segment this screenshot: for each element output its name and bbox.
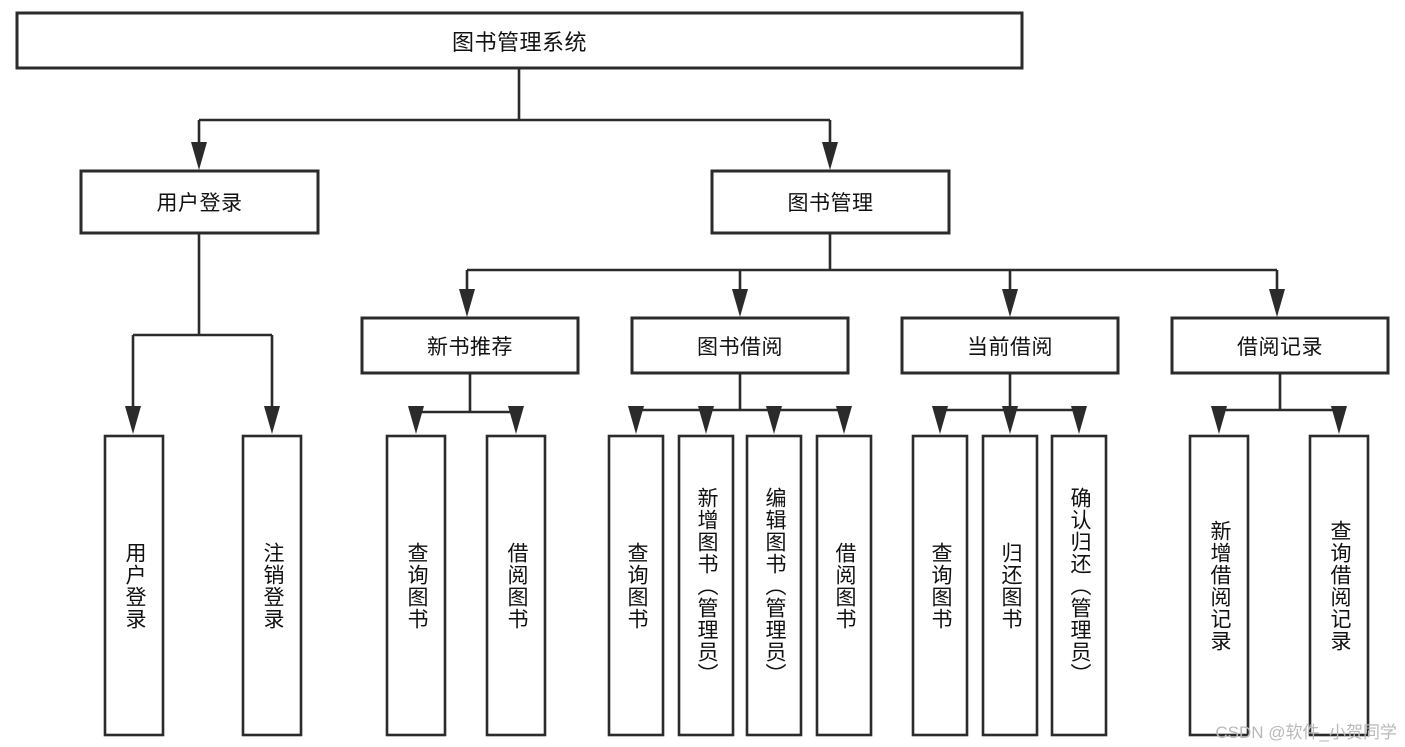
connector-book-borrow-to-leaves: [628, 373, 852, 434]
node-root-box[interactable]: [15, 11, 1024, 70]
node-current-borrow-box[interactable]: [900, 316, 1120, 375]
leaf-logout-login-box[interactable]: [241, 434, 303, 737]
connector-book-manage-to-level3: [459, 233, 1285, 317]
node-book-manage-box[interactable]: [710, 169, 951, 235]
connector-user-login-to-leaves: [125, 233, 280, 434]
node-new-book-rec-box[interactable]: [360, 316, 580, 375]
leaf-add-record-box[interactable]: [1188, 434, 1250, 737]
node-book-borrow-box[interactable]: [630, 316, 850, 375]
leaf-edit-book-box[interactable]: [745, 434, 803, 737]
connector-current-borrow-to-leaves: [932, 373, 1087, 434]
connector-root-to-level2: [191, 68, 838, 170]
node-user-login-box[interactable]: [79, 169, 320, 235]
leaf-confirm-return-box[interactable]: [1050, 434, 1108, 737]
leaf-add-book-box[interactable]: [677, 434, 735, 737]
leaf-query-record-box[interactable]: [1308, 434, 1370, 737]
connector-borrow-record-to-leaves: [1211, 373, 1347, 434]
leaf-query-book-3-box[interactable]: [911, 434, 969, 737]
leaf-borrow-book-1-box[interactable]: [485, 434, 547, 737]
node-borrow-record-box[interactable]: [1170, 316, 1390, 375]
leaf-query-book-2-box[interactable]: [607, 434, 665, 737]
leaf-return-book-box[interactable]: [981, 434, 1039, 737]
connector-new-book-rec-to-leaves: [408, 373, 524, 434]
leaf-borrow-book-2-box[interactable]: [815, 434, 873, 737]
leaf-query-book-1-box[interactable]: [385, 434, 447, 737]
leaf-user-login-box[interactable]: [103, 434, 165, 737]
